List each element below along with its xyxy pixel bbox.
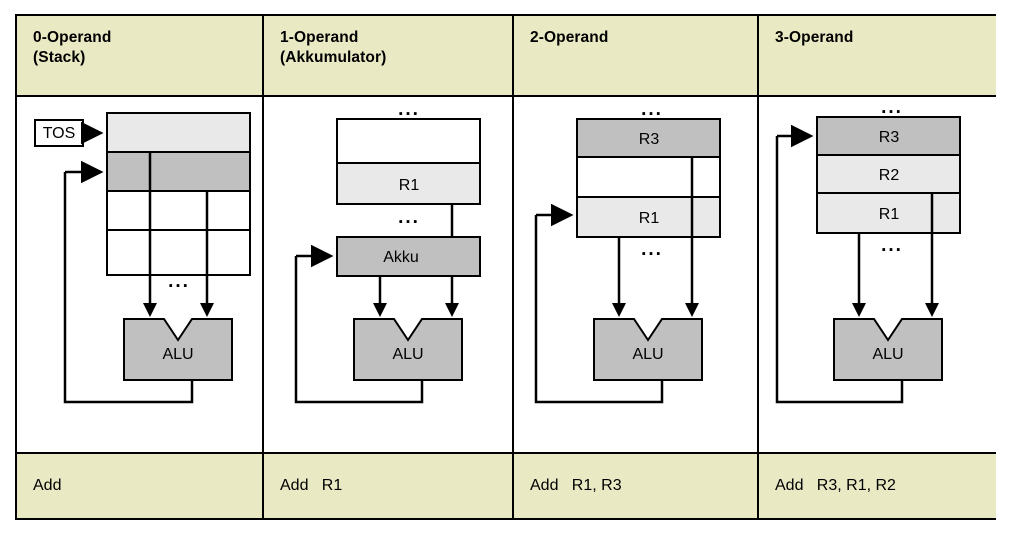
header-title-line2: (Stack) <box>33 49 86 66</box>
register-bus-arrowhead <box>445 303 459 317</box>
ellipsis-below-registers: ... <box>641 239 663 260</box>
instruction-text: Add R1, R3 <box>530 477 622 494</box>
alu-label: ALU <box>632 346 663 363</box>
header-cell-2-operand: 2-Operand <box>514 16 759 97</box>
alu-block: ALU <box>593 318 703 381</box>
register-file: R1 <box>336 118 481 205</box>
instruction-cell-2-operand: Add R1, R3 <box>514 454 759 518</box>
instruction-cell-3-operand: Add R3, R1, R2 <box>759 454 996 518</box>
stack-cell-fourth <box>106 229 251 276</box>
diagram-cell-1-operand: ... R1 ... Akku <box>264 97 514 454</box>
alu-label: ALU <box>872 346 903 363</box>
alu-block: ALU <box>123 318 233 381</box>
diagram-cell-3-operand: ... R3 R2 R1 ... <box>759 97 996 454</box>
alu-feedback-path <box>534 215 664 404</box>
alu-feedback-path <box>294 256 424 404</box>
bus-right-arrowhead <box>200 303 214 317</box>
accumulator-bus-arrowhead <box>373 303 387 317</box>
alu-label: ALU <box>392 346 423 363</box>
register-label-r3: R3 <box>879 129 900 146</box>
operand-comparison-table: 0-Operand (Stack) 1-Operand (Akkumulator… <box>15 14 996 520</box>
header-title-line1: 2-Operand <box>530 29 609 46</box>
stack-cells <box>106 112 251 276</box>
instruction-cell-1-operand: Add R1 <box>264 454 514 518</box>
ellipsis-below-stack: ... <box>168 271 190 292</box>
register-bus-r3-arrowhead <box>685 303 699 317</box>
header-title-line1: 3-Operand <box>775 29 854 46</box>
register-file: R3 R1 <box>576 118 721 238</box>
header-title-line1: 1-Operand <box>280 29 359 46</box>
instruction-text: Add R3, R1, R2 <box>775 477 896 494</box>
register-label-r2: R2 <box>879 167 900 184</box>
header-cell-3-operand: 3-Operand <box>759 16 996 97</box>
register-cell-empty <box>576 156 721 198</box>
header-title-line1: 0-Operand <box>33 29 112 46</box>
diagram-cell-2-operand: ... R3 R1 ... <box>514 97 759 454</box>
header-cell-1-operand: 1-Operand (Akkumulator) <box>264 16 514 97</box>
stack-cell-third <box>106 190 251 231</box>
stack-cell-top <box>106 112 251 153</box>
accumulator-label: Akku <box>383 249 419 266</box>
register-label-r1: R1 <box>879 206 900 223</box>
header-title-line2: (Akkumulator) <box>280 49 387 66</box>
alu-feedback-path <box>63 172 194 404</box>
tos-label: TOS <box>43 125 76 142</box>
register-cell-r1 <box>336 162 481 205</box>
tos-pointer-box: TOS <box>34 119 84 147</box>
ellipsis-above-registers: ... <box>641 99 663 120</box>
bus-left-arrowhead <box>143 303 157 317</box>
header-cell-0-operand: 0-Operand (Stack) <box>17 16 264 97</box>
alu-block: ALU <box>353 318 463 381</box>
register-label-r1: R1 <box>639 210 660 227</box>
alu-label: ALU <box>162 346 193 363</box>
ellipsis-above-registers: ... <box>398 99 420 120</box>
register-cell-r2 <box>816 154 961 194</box>
register-cell-empty <box>336 118 481 164</box>
register-cell-r1 <box>816 192 961 234</box>
instruction-cell-0-operand: Add <box>17 454 264 518</box>
register-file: R3 R2 R1 <box>816 116 961 234</box>
ellipsis-above-registers: ... <box>881 97 903 118</box>
diagram-cell-0-operand: TOS ... <box>17 97 264 454</box>
register-bus-r1-arrowhead <box>612 303 626 317</box>
alu-feedback-path <box>775 136 904 404</box>
accumulator-block: Akku <box>336 236 481 277</box>
stack-cell-second <box>106 151 251 192</box>
alu-block: ALU <box>833 318 943 381</box>
register-label-r3: R3 <box>639 131 660 148</box>
instruction-text: Add <box>33 477 62 494</box>
instruction-text: Add R1 <box>280 477 343 494</box>
ellipsis-below-registers: ... <box>398 207 420 228</box>
register-bus-r1-arrowhead <box>852 303 866 317</box>
ellipsis-below-registers: ... <box>881 235 903 256</box>
register-bus-right-arrowhead <box>925 303 939 317</box>
register-label-r1: R1 <box>399 177 420 194</box>
register-cell-r1 <box>576 196 721 238</box>
